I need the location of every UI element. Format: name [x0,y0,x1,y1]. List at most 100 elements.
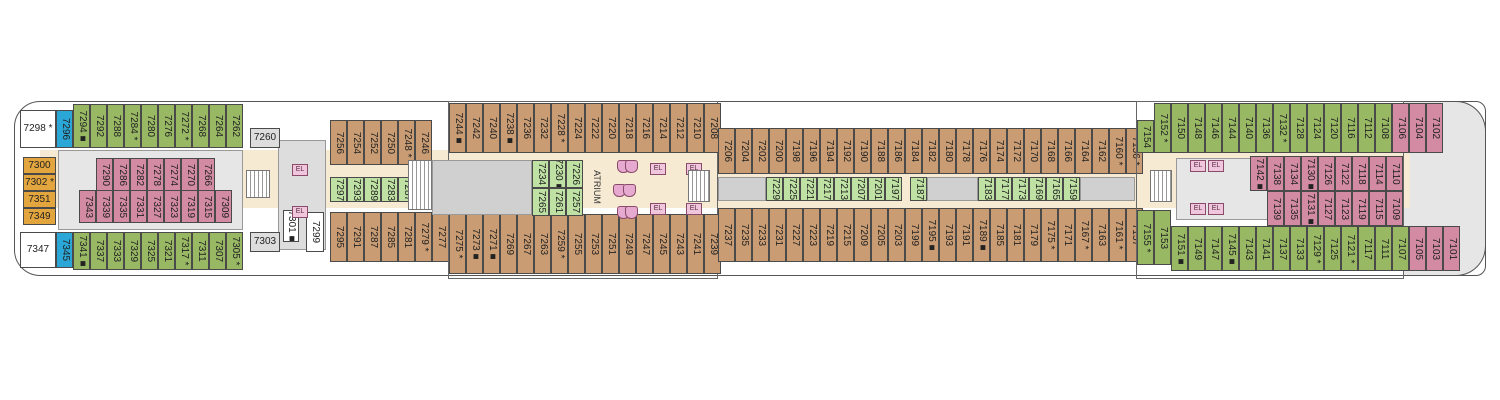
cabin-7125[interactable]: 7125 [1324,226,1341,271]
cabin-7176[interactable]: 7176 [973,128,990,174]
cabin-7224[interactable]: 7224 [568,103,585,153]
cabin-7111[interactable]: 7111 [1375,226,1392,271]
cabin-7252[interactable]: 7252 [364,120,381,165]
cabin-7217[interactable]: 7217 [817,177,834,201]
cabin-7131[interactable]: 7131 ■ [1301,191,1318,226]
cabin-7305[interactable]: 7305 * [226,232,243,270]
cabin-7191[interactable]: 7191 [956,208,973,262]
cabin-7142[interactable]: 7142 ■ [1250,156,1267,191]
cabin-7207[interactable]: 7207 [851,177,868,201]
cabin-7291[interactable]: 7291 [347,212,364,262]
cabin-7134[interactable]: 7134 [1284,156,1301,191]
cabin-7292[interactable]: 7292 [90,104,107,148]
cabin-7225[interactable]: 7225 [783,177,800,201]
cabin-7264[interactable]: 7264 [209,104,226,148]
cabin-7219[interactable]: 7219 [820,208,837,262]
cabin-7337[interactable]: 7337 [90,232,107,270]
cabin-7275[interactable]: 7275 * [449,214,466,274]
cabin-7286[interactable]: 7286 [113,158,130,191]
cabin-7183[interactable]: 7183 [978,177,995,201]
cabin-7107[interactable]: 7107 [1392,226,1409,271]
cabin-7256[interactable]: 7256 [330,120,347,165]
cabin-7345[interactable]: 7345 [56,232,73,268]
cabin-7300[interactable]: 7300 [23,157,56,174]
cabin-7140[interactable]: 7140 [1239,103,1256,153]
cabin-7317[interactable]: 7317 * [175,232,192,270]
cabin-7289[interactable]: 7289 [364,177,381,202]
cabin-7199[interactable]: 7199 [905,208,922,262]
cabin-7277[interactable]: 7277 [432,212,449,262]
cabin-7351[interactable]: 7351 [23,191,56,208]
cabin-7349[interactable]: 7349 [23,208,56,225]
cabin-7103[interactable]: 7103 [1426,226,1443,271]
cabin-7193[interactable]: 7193 [939,208,956,262]
cabin-7205[interactable]: 7205 [871,208,888,262]
cabin-7164[interactable]: 7164 [1075,128,1092,174]
cabin-7329[interactable]: 7329 [124,232,141,270]
cabin-7210[interactable]: 7210 [687,103,704,153]
cabin-7109[interactable]: 7109 [1386,191,1403,226]
cabin-7132[interactable]: 7132 * [1273,103,1290,153]
cabin-7263[interactable]: 7263 [534,214,551,274]
cabin-7189[interactable]: 7189 ■ [973,208,990,262]
cabin-7220[interactable]: 7220 [602,103,619,153]
cabin-7284[interactable]: 7284 * [124,104,141,148]
cabin-7154[interactable]: 7154 [1137,120,1154,153]
cabin-7139[interactable]: 7139 [1267,191,1284,226]
cabin-7244[interactable]: 7244 ■ [449,103,466,153]
cabin-7269[interactable]: 7269 [500,214,517,274]
cabin-7120[interactable]: 7120 [1324,103,1341,153]
cabin-7249[interactable]: 7249 [619,214,636,274]
cabin-7206[interactable]: 7206 [718,128,735,174]
cabin-7187[interactable]: 7187 [910,177,927,201]
cabin-7240[interactable]: 7240 [483,103,500,153]
cabin-7255[interactable]: 7255 [568,214,585,274]
cabin-7321[interactable]: 7321 [158,232,175,270]
cabin-7123[interactable]: 7123 [1335,191,1352,226]
cabin-7298[interactable]: 7298 * [20,110,56,148]
cabin-7195[interactable]: 7195 ■ [922,208,939,262]
cabin-7174[interactable]: 7174 [990,128,1007,174]
cabin-7181[interactable]: 7181 [1007,208,1024,262]
cabin-7204[interactable]: 7204 [735,128,752,174]
cabin-7281[interactable]: 7281 [398,212,415,262]
cabin-7270[interactable]: 7270 [181,158,198,191]
cabin-7243[interactable]: 7243 [670,214,687,274]
cabin-7127[interactable]: 7127 [1318,191,1335,226]
cabin-7108[interactable]: 7108 [1375,103,1392,153]
cabin-7226[interactable]: 7226 [566,160,583,188]
cabin-7171[interactable]: 7171 [1058,208,1075,262]
cabin-7230[interactable]: 7230 ■ [549,160,566,188]
cabin-7222[interactable]: 7222 [585,103,602,153]
cabin-7128[interactable]: 7128 [1290,103,1307,153]
cabin-7233[interactable]: 7233 [752,208,769,262]
cabin-7160[interactable]: 7160 * [1109,128,1126,174]
cabin-7265[interactable]: 7265 [532,188,549,216]
cabin-7178[interactable]: 7178 [956,128,973,174]
cabin-7168[interactable]: 7168 [1041,128,1058,174]
cabin-7293[interactable]: 7293 [347,177,364,202]
cabin-7200[interactable]: 7200 [769,128,786,174]
cabin-7151[interactable]: 7151 ■ [1171,226,1188,271]
cabin-7101[interactable]: 7101 [1443,226,1460,271]
cabin-7272[interactable]: 7272 * [175,104,192,148]
cabin-7186[interactable]: 7186 [888,128,905,174]
cabin-7327[interactable]: 7327 [147,190,164,223]
cabin-7218[interactable]: 7218 [619,103,636,153]
cabin-7268[interactable]: 7268 [192,104,209,148]
cabin-7162[interactable]: 7162 [1092,128,1109,174]
cabin-7235[interactable]: 7235 [735,208,752,262]
cabin-7282[interactable]: 7282 [130,158,147,191]
cabin-7175[interactable]: 7175 * [1041,208,1058,262]
cabin-7143[interactable]: 7143 [1239,226,1256,271]
cabin-7236[interactable]: 7236 [517,103,534,153]
cabin-7280[interactable]: 7280 [141,104,158,148]
cabin-7167[interactable]: 7167 * [1075,208,1092,262]
cabin-7279[interactable]: 7279 * [415,212,432,262]
cabin-7273[interactable]: 7273 ■ [466,214,483,274]
cabin-7271[interactable]: 7271 ■ [483,214,500,274]
cabin-7262[interactable]: 7262 [226,104,243,148]
cabin-7137[interactable]: 7137 [1273,226,1290,271]
cabin-7170[interactable]: 7170 [1024,128,1041,174]
cabin-7133[interactable]: 7133 [1290,226,1307,271]
